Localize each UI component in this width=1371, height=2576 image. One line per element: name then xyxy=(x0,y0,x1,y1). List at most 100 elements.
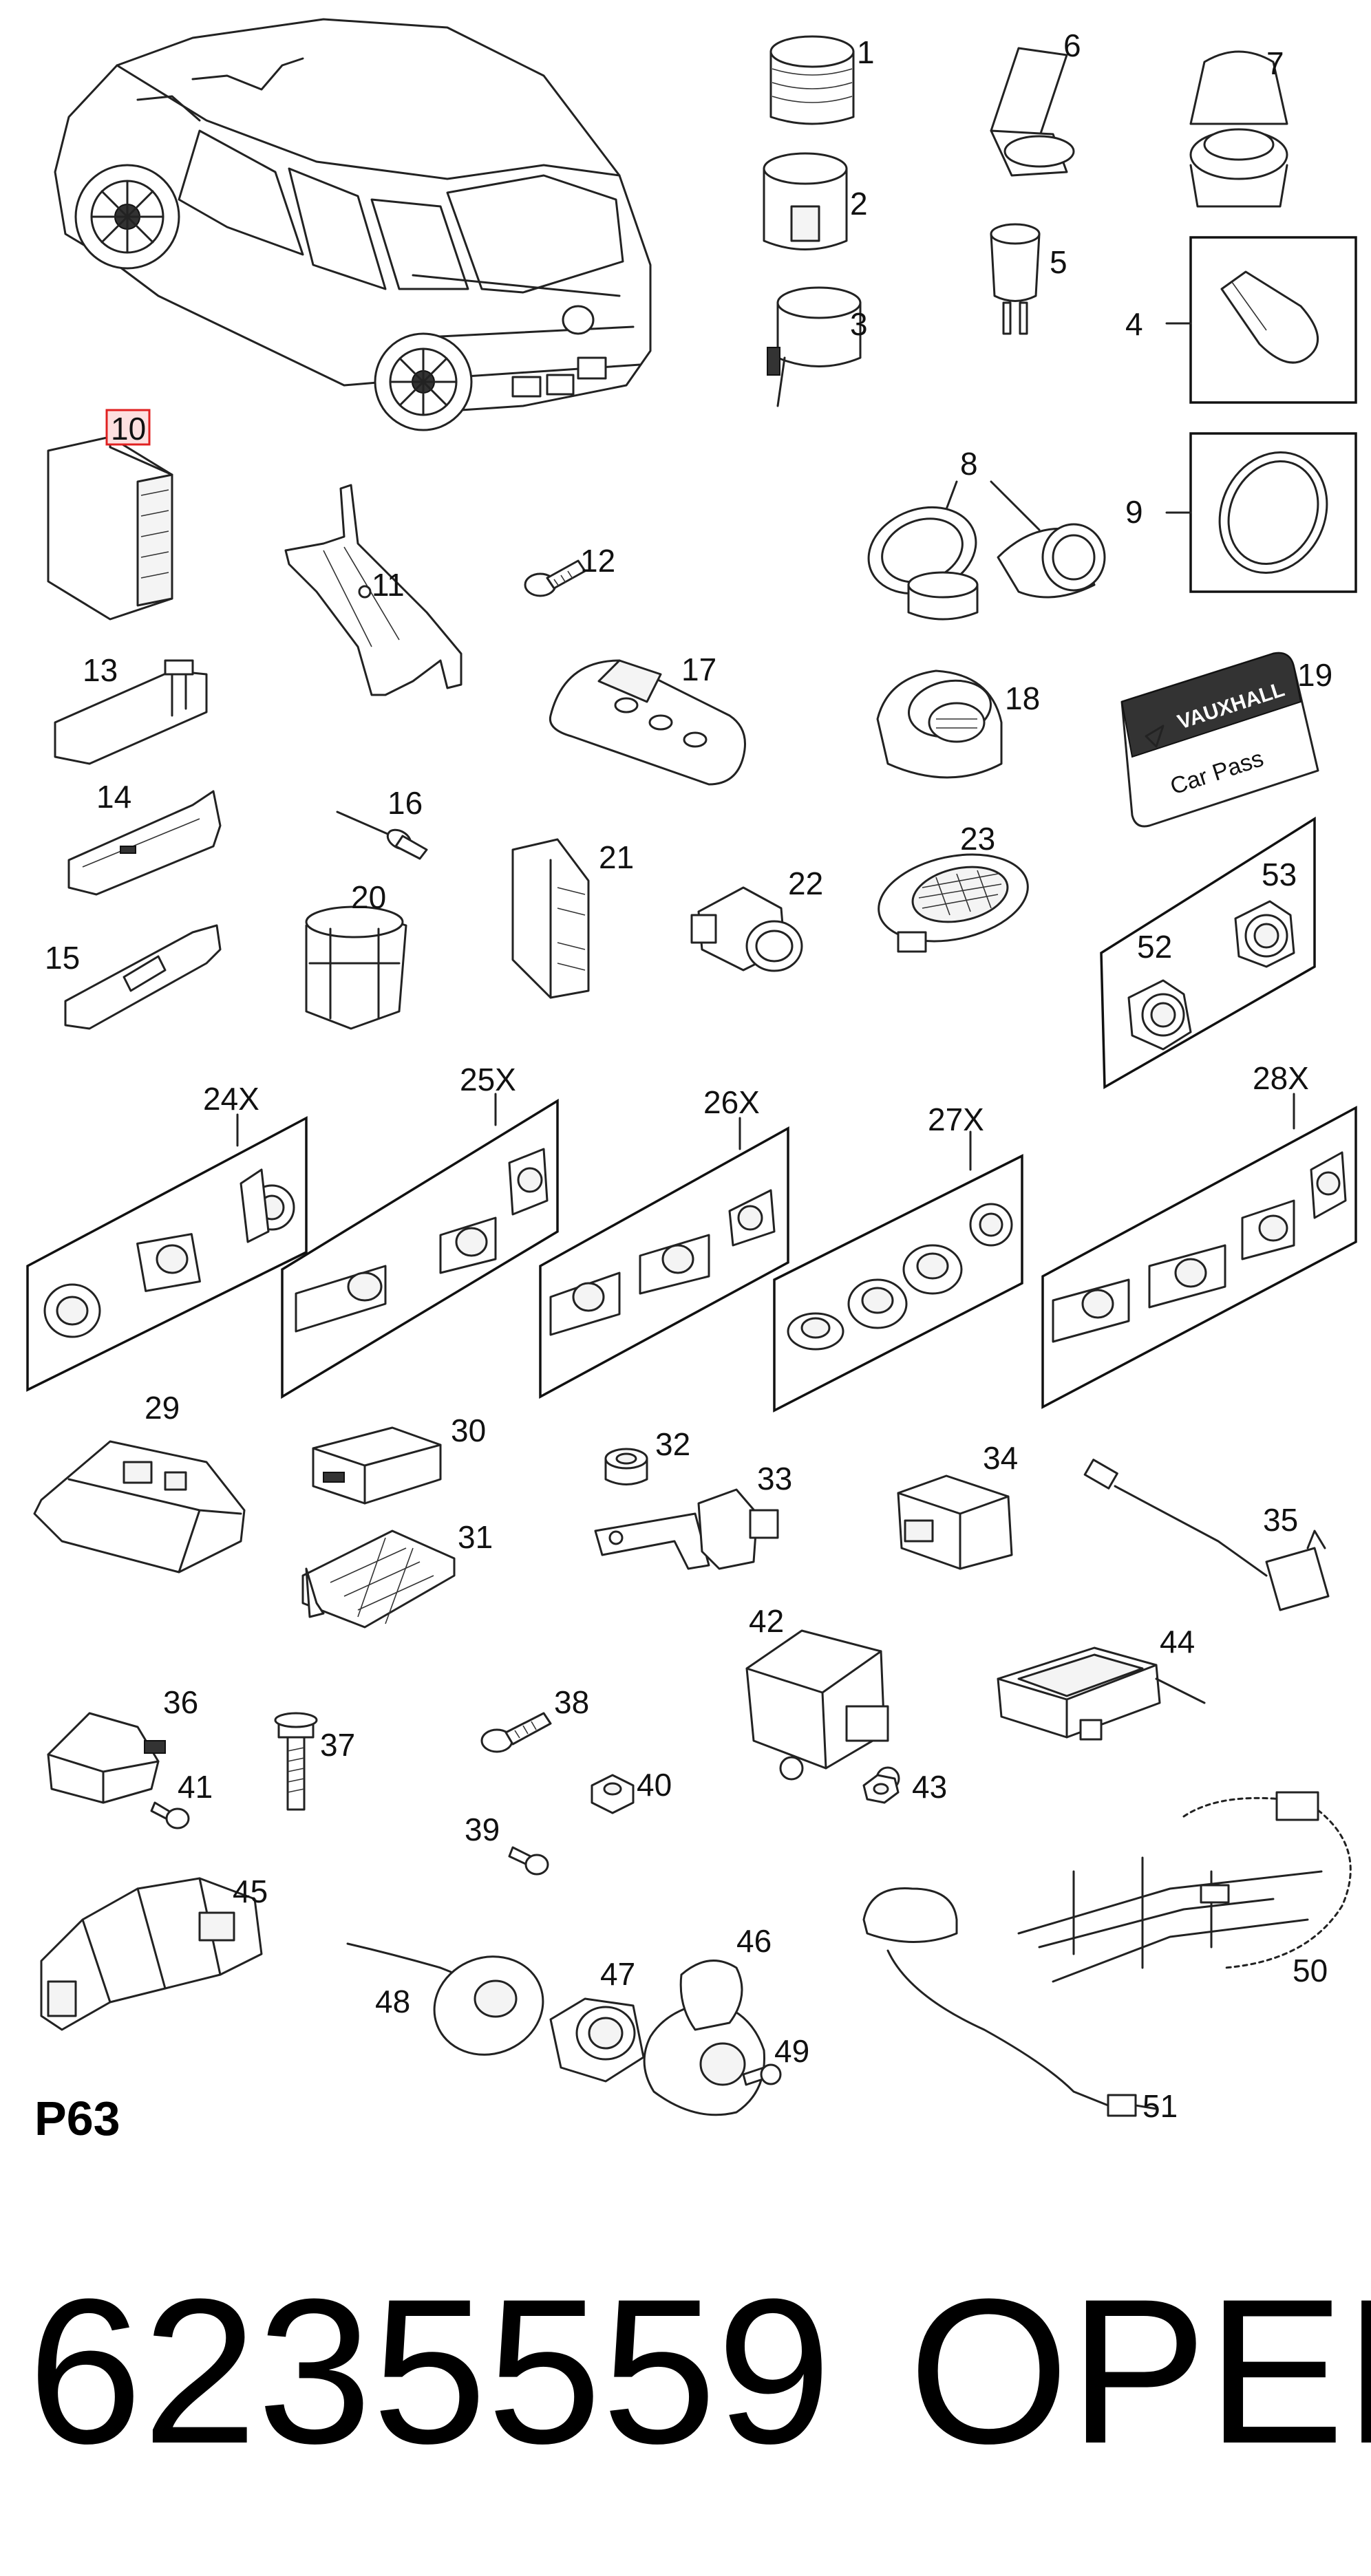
part-15-antenna-module xyxy=(64,924,222,1030)
callout-1: 1 xyxy=(857,34,875,70)
callout-22: 22 xyxy=(788,866,823,901)
part-11-mounting-bracket xyxy=(284,484,463,696)
callout-5: 5 xyxy=(1050,244,1067,280)
part-2-socket-housing xyxy=(763,152,848,250)
part-32-grommet xyxy=(604,1448,648,1485)
part-41-screw xyxy=(150,1801,190,1829)
sensor-kit-28x-frame xyxy=(1041,1106,1357,1409)
part-52-sensor-bezel xyxy=(1127,979,1192,1051)
part-49-screw xyxy=(742,2063,782,2086)
part-9-seal-ring xyxy=(1218,451,1328,575)
callout-15: 15 xyxy=(45,940,80,976)
callout-31: 31 xyxy=(458,1519,493,1555)
callout-17: 17 xyxy=(681,652,716,687)
sensor-kit-24x-parts xyxy=(43,1168,295,1338)
callout-12: 12 xyxy=(580,543,615,579)
callout-48: 48 xyxy=(375,1984,410,2019)
callout-51: 51 xyxy=(1142,2088,1178,2124)
part-29-tray xyxy=(33,1440,246,1574)
part-35-sensor-cable xyxy=(1083,1459,1330,1611)
callout-10-highlight xyxy=(105,409,151,446)
part-45-bracket xyxy=(40,1877,263,2031)
sensor-kit-24x-frame xyxy=(26,1116,308,1392)
callout-10: 10 xyxy=(111,411,146,447)
part-22-sensor xyxy=(690,886,803,972)
sensor-kit-25x-parts xyxy=(295,1148,549,1333)
callout-45: 45 xyxy=(233,1874,268,1909)
sensor-kit-25x-frame xyxy=(281,1098,559,1399)
figure-id: P63 xyxy=(34,2092,120,2145)
callout-43: 43 xyxy=(912,1769,947,1805)
callout-42: 42 xyxy=(749,1603,784,1639)
callout-53: 53 xyxy=(1262,857,1297,892)
brand-name: OPEL xyxy=(908,2255,1371,2487)
callout-6: 6 xyxy=(1063,28,1081,63)
callout-28x: 28X xyxy=(1253,1060,1309,1096)
part-53-sensor-bezel xyxy=(1234,900,1295,968)
part-40-nut xyxy=(591,1774,635,1814)
leader-8a xyxy=(945,480,958,511)
part-5-indicator-lamp xyxy=(990,223,1041,335)
callout-13: 13 xyxy=(83,652,118,688)
callout-41: 41 xyxy=(178,1769,213,1805)
callout-9: 9 xyxy=(1125,494,1143,530)
sensor-kit-27x-parts xyxy=(787,1203,1013,1351)
part-34-relay-housing xyxy=(897,1474,1013,1570)
callout-37: 37 xyxy=(320,1727,355,1763)
part-19-car-pass-card: VAUXHALL Car Pass xyxy=(1120,652,1319,828)
part-21-module xyxy=(511,838,590,999)
callout-16: 16 xyxy=(387,785,423,821)
callout-40: 40 xyxy=(637,1767,672,1803)
callout-46: 46 xyxy=(736,1923,772,1959)
callout-36: 36 xyxy=(163,1684,198,1720)
part-38-screw xyxy=(480,1712,552,1753)
callout-4: 4 xyxy=(1125,306,1143,342)
part-10-control-module xyxy=(47,436,173,621)
callout-52: 52 xyxy=(1137,929,1172,965)
callout-11: 11 xyxy=(372,567,405,603)
callout-7: 7 xyxy=(1266,45,1284,81)
callout-labels: 1 2 3 4 5 6 7 8 9 10 11 12 13 14 15 16 1… xyxy=(45,28,1332,2124)
part-47-socket-insert xyxy=(549,1997,645,2083)
callout-39: 39 xyxy=(465,1812,500,1847)
part-4-frame xyxy=(1189,236,1357,404)
part-13-antenna-module xyxy=(54,659,208,765)
callout-20: 20 xyxy=(351,879,386,915)
part-30-module xyxy=(312,1426,442,1505)
callout-8: 8 xyxy=(960,446,978,482)
part-44-module xyxy=(997,1646,1206,1741)
part-46-socket-cover xyxy=(643,1960,765,2116)
part-42-radar-sensor xyxy=(745,1629,900,1791)
callout-47: 47 xyxy=(600,1956,635,1992)
part-16-retaining-pin xyxy=(336,811,428,860)
part-number: 6235559 xyxy=(28,2255,831,2487)
part-37-bolt xyxy=(274,1712,318,1811)
part-20-connector-clip xyxy=(305,905,407,1030)
callout-14: 14 xyxy=(96,779,131,815)
part-6-lidded-socket xyxy=(990,47,1075,177)
sensor-kit-28x-parts xyxy=(1052,1151,1347,1343)
callout-21: 21 xyxy=(599,839,634,875)
part-14-antenna-module xyxy=(67,790,222,896)
callout-32: 32 xyxy=(655,1426,690,1462)
sensor-kit-27x-frame xyxy=(773,1154,1023,1413)
callout-23: 23 xyxy=(960,821,995,857)
callout-24x: 24X xyxy=(203,1081,259,1117)
callout-44: 44 xyxy=(1160,1624,1195,1660)
part-8-socket-assembly xyxy=(867,506,1106,621)
callout-30: 30 xyxy=(451,1413,486,1448)
callout-29: 29 xyxy=(145,1390,180,1426)
part-43-nut xyxy=(862,1774,900,1804)
sensor-kit-26x-frame xyxy=(539,1126,789,1399)
callout-26x: 26X xyxy=(703,1084,760,1120)
part-50-wiring-harness xyxy=(1017,1791,1352,1983)
part-36-switch-housing xyxy=(47,1712,166,1804)
callout-33: 33 xyxy=(757,1461,792,1496)
part-7-socket-cap xyxy=(1189,50,1288,208)
part-48-socket-with-cable xyxy=(346,1942,544,2056)
sensor-kit-26x-parts xyxy=(549,1189,776,1336)
callout-34: 34 xyxy=(983,1440,1018,1476)
part-3-socket-with-cable xyxy=(767,286,862,407)
